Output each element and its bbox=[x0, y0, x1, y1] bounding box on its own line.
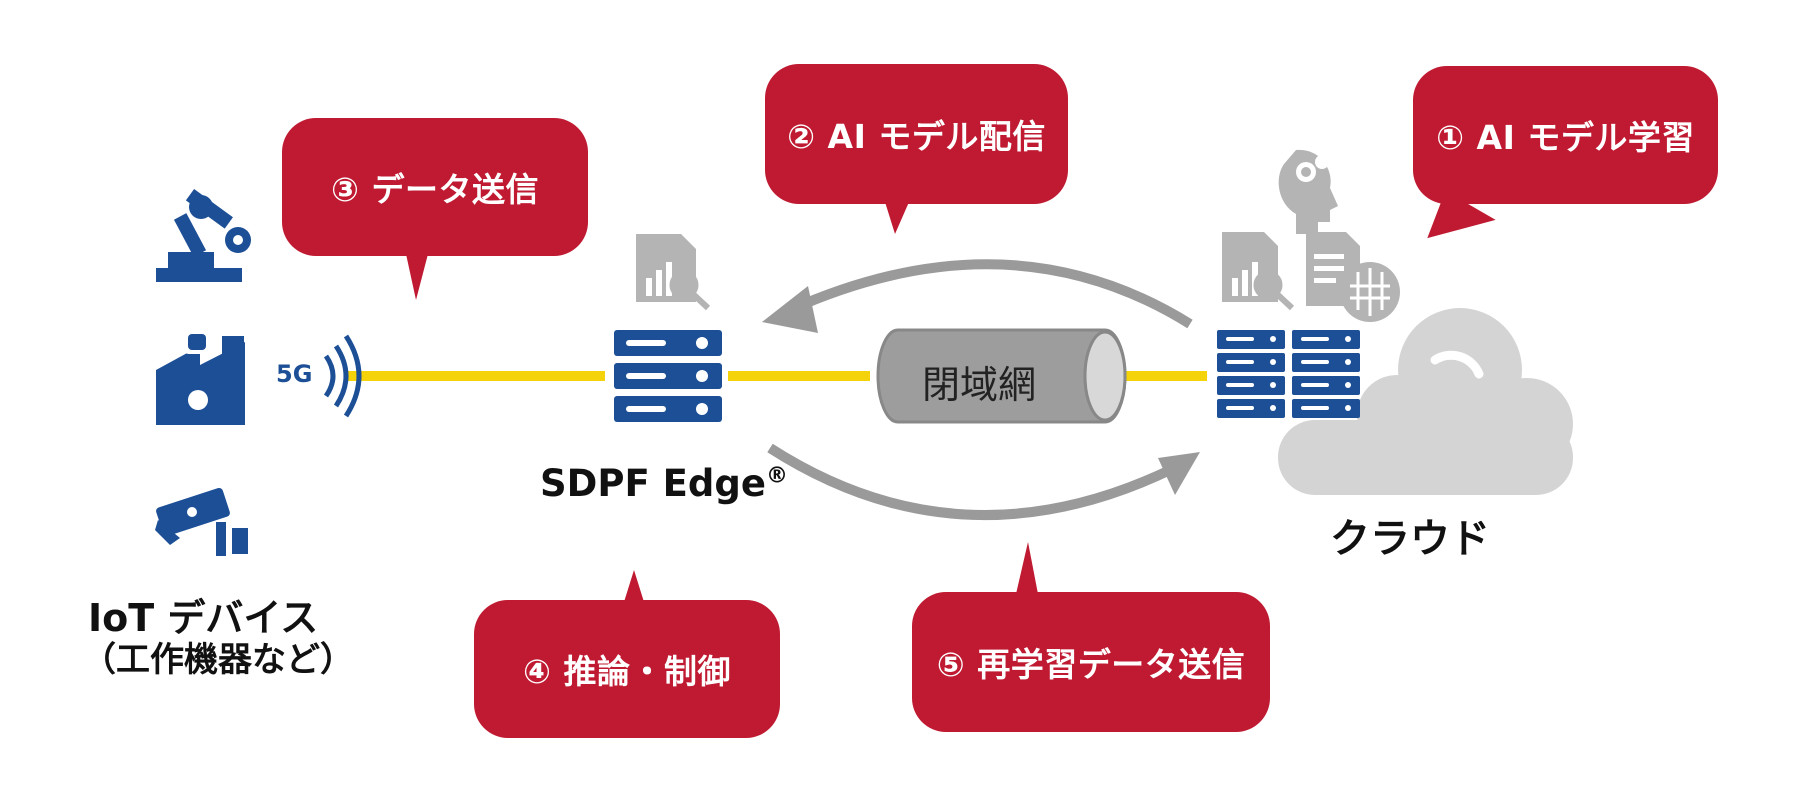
ai-document-icon bbox=[1306, 232, 1400, 322]
iot-sublabel: （工作機器など） bbox=[82, 640, 354, 680]
edge-server-icon bbox=[614, 330, 722, 422]
registered-mark: ® bbox=[765, 463, 788, 489]
camera-icon bbox=[155, 487, 248, 556]
signal-icon bbox=[323, 334, 362, 418]
report-search-icon-cloud bbox=[1222, 232, 1295, 311]
edge-label: SDPF Edge® bbox=[540, 462, 788, 505]
closed-network-label: 閉域網 bbox=[922, 363, 1037, 407]
robot-arm-icon bbox=[156, 189, 251, 282]
edge-name: SDPF Edge bbox=[540, 462, 766, 505]
step-bubble-4: ④ 推論・制御 bbox=[474, 570, 780, 738]
step-label-1: ① AI モデル学習 bbox=[1436, 118, 1695, 157]
step-label-5: ⑤ 再学習データ送信 bbox=[936, 645, 1246, 684]
step-bubble-1: ① AI モデル学習 bbox=[1413, 66, 1718, 204]
pipe-icon bbox=[876, 328, 1127, 424]
factory-icon bbox=[156, 330, 245, 425]
step-label-4: ④ 推論・制御 bbox=[523, 652, 731, 691]
arrow-retrain bbox=[767, 443, 1200, 520]
arrow-distribute bbox=[762, 259, 1193, 333]
cloud-icon bbox=[1278, 308, 1573, 495]
step-bubble-2: ② AI モデル配信 bbox=[765, 64, 1068, 234]
step-bubble-5: ⑤ 再学習データ送信 bbox=[912, 542, 1270, 732]
ai-head-icon bbox=[1278, 149, 1338, 234]
step-label-3: ③ データ送信 bbox=[331, 170, 539, 209]
iot-label: IoT デバイス bbox=[88, 596, 319, 640]
step-bubble-3: ③ データ送信 bbox=[282, 118, 588, 300]
report-search-icon bbox=[636, 234, 711, 311]
cloud-label: クラウド bbox=[1330, 516, 1490, 562]
network-label: 5G bbox=[276, 360, 313, 388]
step-label-2: ② AI モデル配信 bbox=[787, 117, 1046, 156]
cloud-server-icon bbox=[1217, 330, 1360, 418]
